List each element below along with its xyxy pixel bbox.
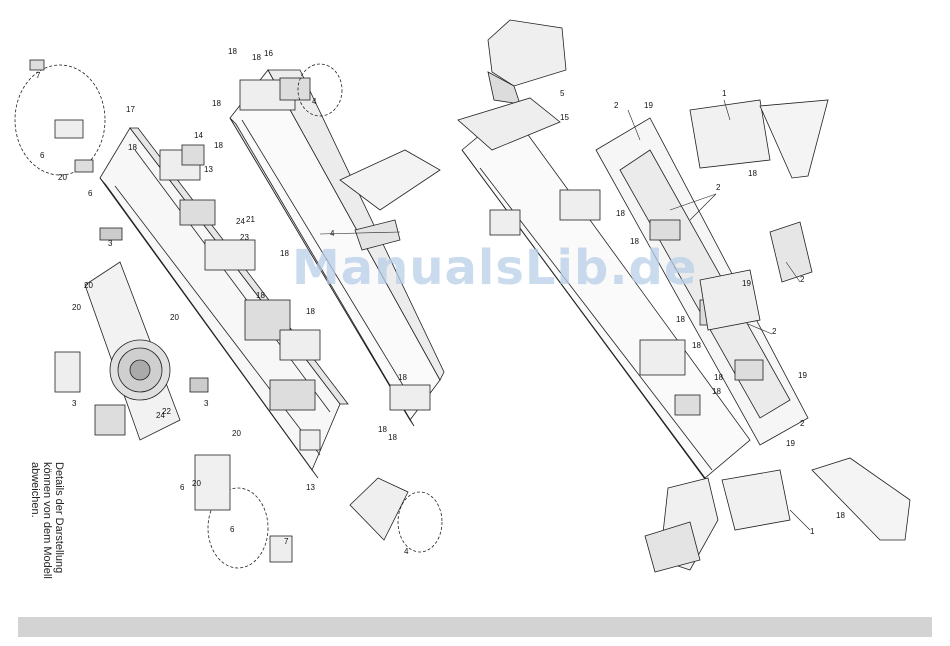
callout-24: 24 [236, 217, 245, 226]
callout-15: 15 [560, 113, 569, 122]
callout-20: 20 [192, 479, 201, 488]
callout-13: 13 [204, 165, 213, 174]
callout-21: 21 [246, 215, 255, 224]
note-line-1: Details der Darstellung [53, 462, 65, 579]
callout-2: 2 [800, 419, 805, 428]
callout-18: 18 [388, 433, 397, 442]
callout-3: 3 [204, 399, 209, 408]
callout-14: 14 [194, 131, 203, 140]
callout-7: 7 [36, 71, 41, 80]
callout-18: 18 [280, 249, 289, 258]
callout-18: 18 [676, 315, 685, 324]
callout-18: 18 [212, 99, 221, 108]
callout-23: 23 [240, 233, 249, 242]
callout-19: 19 [644, 101, 653, 110]
callout-5: 5 [560, 89, 565, 98]
callout-2: 2 [772, 327, 777, 336]
callout-7: 7 [284, 537, 289, 546]
callout-20: 20 [72, 303, 81, 312]
callout-19: 19 [786, 439, 795, 448]
callout-20: 20 [232, 429, 241, 438]
callout-24: 24 [156, 411, 165, 420]
callout-4: 4 [312, 97, 317, 106]
footer-bar [18, 617, 932, 637]
callout-1: 1 [810, 527, 815, 536]
callout-18: 18 [714, 373, 723, 382]
callout-18: 18 [616, 209, 625, 218]
callout-17: 17 [126, 105, 135, 114]
callout-18: 18 [630, 237, 639, 246]
callout-1: 1 [722, 89, 727, 98]
callout-19: 19 [742, 279, 751, 288]
callout-16: 16 [264, 49, 273, 58]
callout-6: 6 [230, 525, 235, 534]
callout-18: 18 [252, 53, 261, 62]
callout-13: 13 [306, 483, 315, 492]
callout-18: 18 [692, 341, 701, 350]
callout-6: 6 [40, 151, 45, 160]
callout-18: 18 [378, 425, 387, 434]
callout-6: 6 [180, 483, 185, 492]
callout-18: 18 [128, 143, 137, 152]
callout-4: 4 [404, 547, 409, 556]
callout-19: 19 [798, 371, 807, 380]
callout-18: 18 [398, 373, 407, 382]
callout-20: 20 [58, 173, 67, 182]
callout-20: 20 [84, 281, 93, 290]
note-line-2: können von dem Modell [41, 462, 53, 579]
callout-18: 18 [748, 169, 757, 178]
callout-3: 3 [108, 239, 113, 248]
callout-2: 2 [614, 101, 619, 110]
callout-18: 18 [214, 141, 223, 150]
note-line-3: abweichen. [29, 462, 41, 579]
callout-3: 3 [72, 399, 77, 408]
callout-18: 18 [712, 387, 721, 396]
callout-20: 20 [170, 313, 179, 322]
callout-18: 18 [836, 511, 845, 520]
callout-18: 18 [256, 291, 265, 300]
callout-2: 2 [800, 275, 805, 284]
callout-18: 18 [228, 47, 237, 56]
callout-2: 2 [716, 183, 721, 192]
disclaimer-note: Details der Darstellung können von dem M… [10, 462, 80, 592]
callout-18: 18 [306, 307, 315, 316]
callout-6: 6 [88, 189, 93, 198]
